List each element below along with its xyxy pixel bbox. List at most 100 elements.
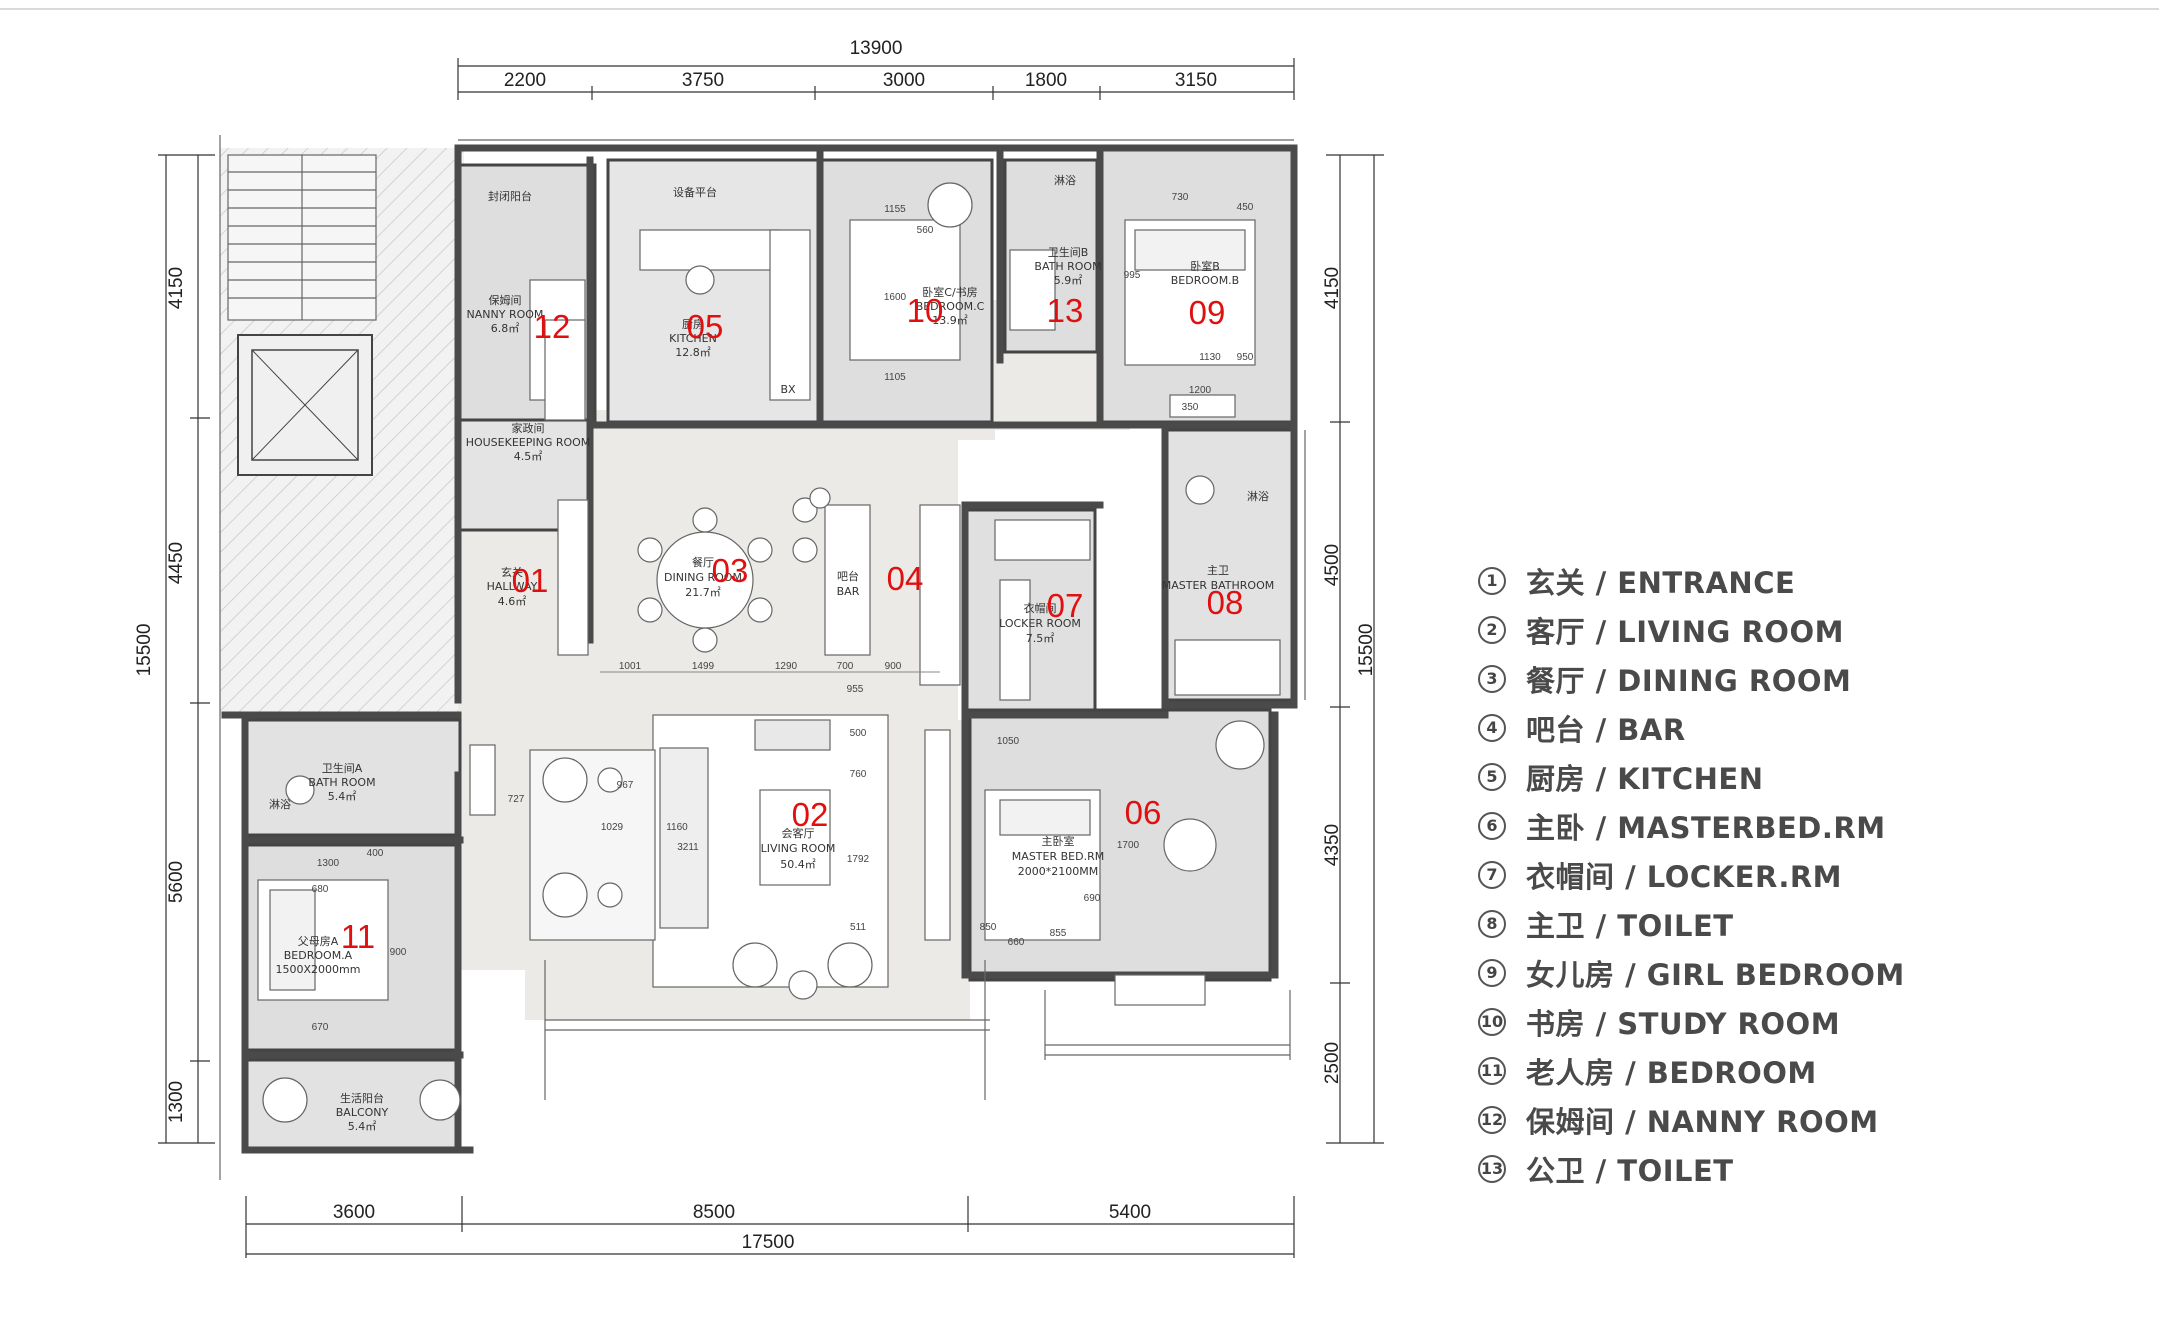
room-10-en: BEDROOM.C	[916, 300, 985, 313]
mini-dimension-text: 1105	[884, 372, 906, 383]
legend-label: 主卧 / MASTERBED.RM	[1526, 810, 1886, 845]
bath-a-en-label: BATH ROOM	[308, 776, 375, 789]
legend-item: 11 老人房 / BEDROOM	[1478, 1046, 1905, 1095]
mini-dimension-text: 1700	[1117, 840, 1140, 851]
mini-dimension-text: 727	[508, 794, 525, 805]
room-12-zh: 保姆间	[489, 293, 522, 307]
legend-label: 厨房 / KITCHEN	[1526, 761, 1764, 796]
mini-dimension-text: 1160	[666, 822, 688, 833]
mini-dimension-text: 1001	[619, 661, 642, 672]
mini-dimension-text: 900	[390, 947, 407, 958]
mini-dimension-text: 1792	[847, 854, 870, 865]
legend-item: 10 书房 / STUDY ROOM	[1478, 997, 1905, 1046]
mini-dimension-text: 560	[917, 225, 934, 236]
legend-label: 玄关 / ENTRANCE	[1526, 565, 1796, 600]
mini-dimension-text: 690	[1084, 893, 1101, 904]
legend-label: 吧台 / BAR	[1526, 712, 1686, 747]
room-09-number: 09	[1189, 294, 1226, 331]
room-02-area: 50.4㎡	[780, 858, 816, 871]
furniture	[257, 182, 1281, 1123]
room-legend: 1 玄关 / ENTRANCE 2 客厅 / LIVING ROOM 3 餐厅 …	[1478, 556, 1905, 1193]
dim-left-2: 4450	[166, 542, 187, 584]
room-05-en: KITCHEN	[669, 332, 717, 345]
top-divider-line	[0, 8, 2159, 10]
legend-number-badge: 8	[1478, 909, 1506, 938]
mini-dimension-text: 1029	[601, 822, 624, 833]
room-10-zh: 卧室C/书房	[922, 285, 977, 299]
mini-dimension-text: 900	[885, 661, 902, 672]
legend-number-badge: 9	[1478, 958, 1506, 987]
dim-bottom-2: 8500	[693, 1202, 735, 1223]
legend-label: 客厅 / LIVING ROOM	[1526, 614, 1844, 649]
mini-dimension-text: 350	[1182, 402, 1199, 413]
legend-item: 13 公卫 / TOILET	[1478, 1144, 1905, 1193]
legend-number-badge: 5	[1478, 762, 1506, 791]
room-08-zh: 主卫	[1207, 564, 1229, 577]
room-07-number: 07	[1047, 587, 1084, 624]
bx-label: BX	[780, 383, 796, 396]
equipment-platform-label: 设备平台	[673, 185, 717, 199]
balcony-area-label: 5.4㎡	[348, 1120, 377, 1133]
room-07-zh: 衣帽间	[1024, 601, 1057, 615]
mini-dimension-text: 1200	[1189, 385, 1212, 396]
housekeeping-en-label: HOUSEKEEPING ROOM	[466, 436, 591, 449]
dim-right-4: 2500	[1322, 1042, 1343, 1084]
mini-dimension-text: 1600	[884, 292, 907, 303]
dim-right-3: 4350	[1322, 824, 1343, 866]
room-13-area: 5.9㎡	[1054, 274, 1083, 287]
dim-top-5: 3150	[1175, 70, 1217, 91]
window-lines	[219, 135, 1306, 1180]
room-11-en: BEDROOM.A	[284, 949, 353, 962]
room-05-area: 12.8㎡	[675, 346, 711, 359]
mini-dimension-labels: 1001 1499 1290 700 900 955 967 1029 1160…	[312, 192, 1254, 1033]
room-labels: 玄关 HALLWAY 4.6㎡ 01 会客厅 LIVING ROOM 50.4㎡…	[269, 174, 1274, 1133]
legend-label: 保姆间 / NANNY ROOM	[1526, 1104, 1879, 1139]
room-12-number: 12	[534, 308, 571, 345]
legend-item: 6 主卧 / MASTERBED.RM	[1478, 801, 1905, 850]
dim-left-3: 5600	[166, 861, 187, 903]
mini-dimension-text: 680	[312, 884, 329, 895]
mini-dimension-text: 1050	[997, 736, 1020, 747]
room-bath-a-floor	[243, 718, 462, 837]
housekeeping-area-label: 4.5㎡	[514, 450, 543, 463]
legend-item: 3 餐厅 / DINING ROOM	[1478, 654, 1905, 703]
legend-label: 衣帽间 / LOCKER.RM	[1526, 859, 1843, 894]
mini-dimension-text: 1300	[317, 858, 340, 869]
room-08-number: 08	[1207, 584, 1244, 621]
legend-item: 1 玄关 / ENTRANCE	[1478, 556, 1905, 605]
staircase	[227, 154, 377, 321]
legend-number-badge: 7	[1478, 860, 1506, 889]
mini-dimension-text: 1155	[884, 204, 906, 215]
dimension-lines	[158, 58, 1384, 1258]
mini-dimension-text: 400	[367, 848, 384, 859]
room-13-number: 13	[1047, 292, 1084, 329]
room-01-zh: 玄关	[501, 565, 523, 579]
room-09-en: BEDROOM.B	[1171, 274, 1239, 287]
mini-dimension-text: 500	[850, 728, 867, 739]
room-13-en: BATH ROOM	[1034, 260, 1101, 273]
room-03-zh: 餐厅	[692, 555, 714, 569]
legend-item: 2 客厅 / LIVING ROOM	[1478, 605, 1905, 654]
room-07-area: 7.5㎡	[1026, 632, 1055, 645]
legend-label: 公卫 / TOILET	[1526, 1153, 1734, 1188]
mini-dimension-text: 955	[847, 684, 864, 695]
room-02-number: 02	[792, 796, 829, 833]
dim-right-total: 15500	[1356, 624, 1377, 677]
mini-dimension-text: 450	[1237, 202, 1254, 213]
legend-item: 7 衣帽间 / LOCKER.RM	[1478, 850, 1905, 899]
room-12-en: NANNY ROOM	[467, 308, 544, 321]
dim-right-2: 4500	[1322, 544, 1343, 586]
closed-balcony-label: 封闭阳台	[488, 189, 532, 203]
mini-dimension-text: 950	[1237, 352, 1254, 363]
room-10-number: 10	[907, 292, 944, 329]
room-02-en: LIVING ROOM	[761, 842, 836, 855]
balcony-en-label: BALCONY	[336, 1106, 389, 1119]
room-11-area: 1500X2000mm	[276, 963, 361, 976]
bath-a-shower-label: 淋浴	[269, 798, 291, 811]
mini-dimension-text: 1290	[775, 661, 798, 672]
legend-number-badge: 2	[1478, 615, 1506, 644]
legend-number-badge: 13	[1478, 1154, 1506, 1183]
mini-dimension-text: 730	[1172, 192, 1189, 203]
legend-item: 12 保姆间 / NANNY ROOM	[1478, 1095, 1905, 1144]
dim-top-3: 3000	[883, 70, 925, 91]
